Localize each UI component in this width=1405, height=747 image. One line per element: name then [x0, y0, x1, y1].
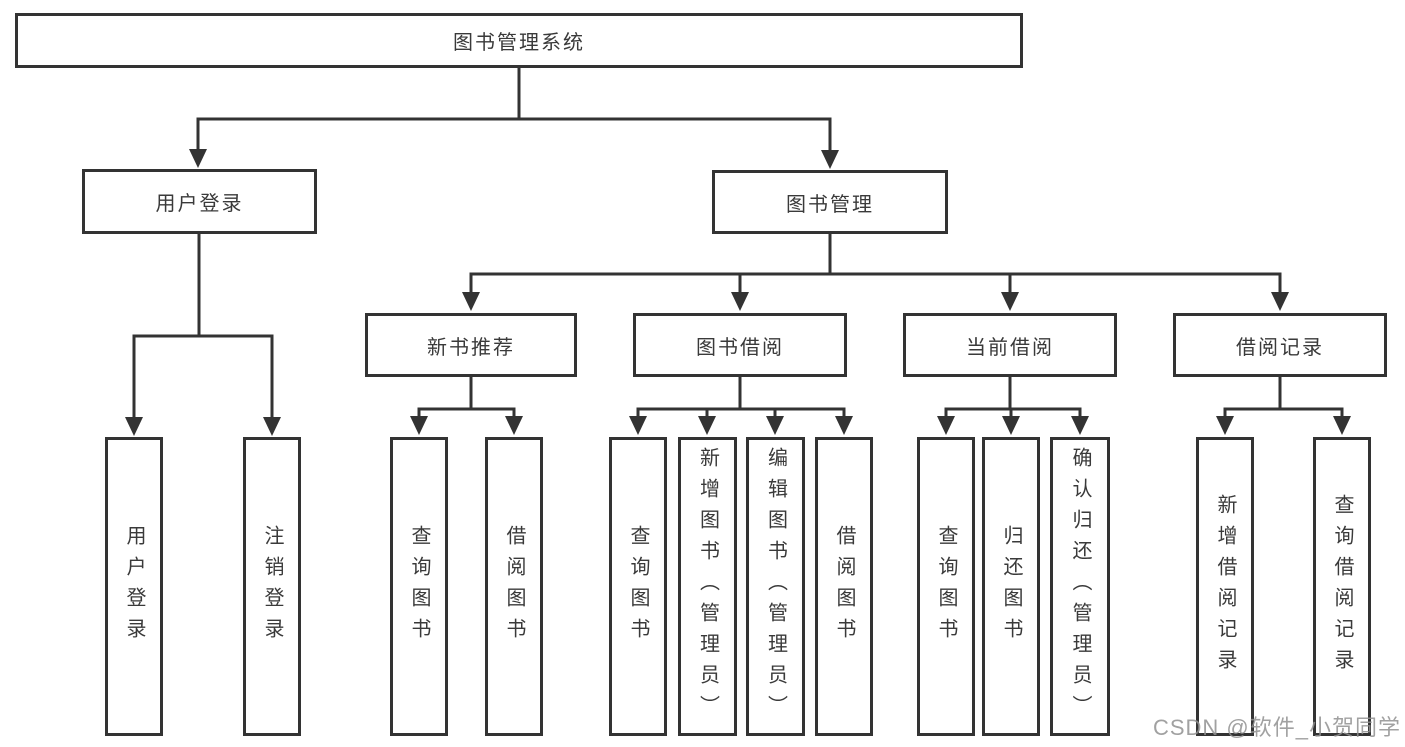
arrowheads: [125, 149, 1351, 436]
arrowhead: [263, 417, 281, 436]
leaf-label: 查询图书: [935, 524, 957, 649]
leaf-label: 用户登录: [123, 524, 145, 649]
node-label: 借阅记录: [1236, 336, 1324, 359]
node-label: 新书推荐: [427, 336, 515, 359]
node-label: 当前借阅: [966, 336, 1054, 359]
leaf-logout: 注销登录: [243, 437, 301, 736]
leaf-add-books-admin: 新增图书（管理员）: [678, 437, 737, 736]
arrowhead: [835, 416, 853, 435]
arrowhead: [698, 416, 716, 435]
leaf-query-borrow-record: 查询借阅记录: [1313, 437, 1371, 736]
connector-root-to-level1: [196, 64, 832, 155]
leaf-return-books: 归还图书: [982, 437, 1040, 736]
arrowhead: [937, 416, 955, 435]
connector-borrow-record-branch: [1223, 374, 1344, 422]
leaf-label: 查询图书: [627, 524, 649, 649]
leaf-label: 新增图书（管理员）: [696, 447, 719, 726]
arrowhead: [1001, 292, 1019, 311]
leaf-user-login: 用户登录: [105, 437, 163, 736]
leaf-label: 查询借阅记录: [1331, 493, 1353, 680]
node-book-borrow: 图书借阅: [633, 313, 847, 377]
arrowhead: [629, 416, 647, 435]
node-borrow-record: 借阅记录: [1173, 313, 1387, 377]
leaf-borrow-books-2: 借阅图书: [815, 437, 873, 736]
node-new-book-recommend: 新书推荐: [365, 313, 577, 377]
leaf-label: 归还图书: [1000, 524, 1022, 649]
node-label: 图书管理: [786, 193, 874, 216]
arrowhead: [462, 292, 480, 311]
arrowhead: [125, 417, 143, 436]
leaf-label: 编辑图书（管理员）: [764, 447, 787, 726]
leaf-label: 借阅图书: [833, 524, 855, 649]
arrowhead: [731, 292, 749, 311]
leaf-query-books-2: 查询图书: [609, 437, 667, 736]
node-current-borrow: 当前借阅: [903, 313, 1117, 377]
leaf-confirm-return-admin: 确认归还（管理员）: [1050, 437, 1110, 736]
node-label: 图书借阅: [696, 336, 784, 359]
arrowhead: [1271, 292, 1289, 311]
arrowhead: [1216, 416, 1234, 435]
leaf-label: 借阅图书: [503, 524, 525, 649]
leaf-edit-books-admin: 编辑图书（管理员）: [746, 437, 805, 736]
arrowhead: [1071, 416, 1089, 435]
leaf-add-borrow-record: 新增借阅记录: [1196, 437, 1254, 736]
connector-lines: [132, 64, 1344, 422]
leaf-query-books-3: 查询图书: [917, 437, 975, 736]
node-root-system: 图书管理系统: [15, 13, 1023, 68]
arrowhead: [505, 416, 523, 435]
node-label: 图书管理系统: [453, 32, 585, 54]
leaf-borrow-books-1: 借阅图书: [485, 437, 543, 736]
arrowhead: [821, 150, 839, 169]
arrowhead: [189, 149, 207, 168]
node-label: 用户登录: [155, 193, 244, 215]
arrowhead: [1333, 416, 1351, 435]
node-user-login: 用户登录: [82, 169, 317, 234]
csdn-watermark: CSDN @软件_小贺同学: [1152, 715, 1401, 740]
connector-current-borrow-branch: [944, 374, 1082, 422]
leaf-query-books-1: 查询图书: [390, 437, 448, 736]
leaf-label: 确认归还（管理员）: [1069, 447, 1091, 726]
leaf-label: 查询图书: [408, 524, 430, 649]
connector-new-book-branch: [417, 374, 516, 422]
connector-book-borrow-branch: [636, 374, 846, 422]
connector-book-mgmt-branch: [469, 230, 1282, 298]
arrowhead: [766, 416, 784, 435]
arrowhead: [410, 416, 428, 435]
arrowhead: [1002, 416, 1020, 435]
leaf-label: 新增借阅记录: [1214, 493, 1236, 680]
connector-user-login-branch: [132, 229, 274, 422]
node-book-management: 图书管理: [712, 170, 948, 234]
leaf-label: 注销登录: [261, 524, 283, 649]
